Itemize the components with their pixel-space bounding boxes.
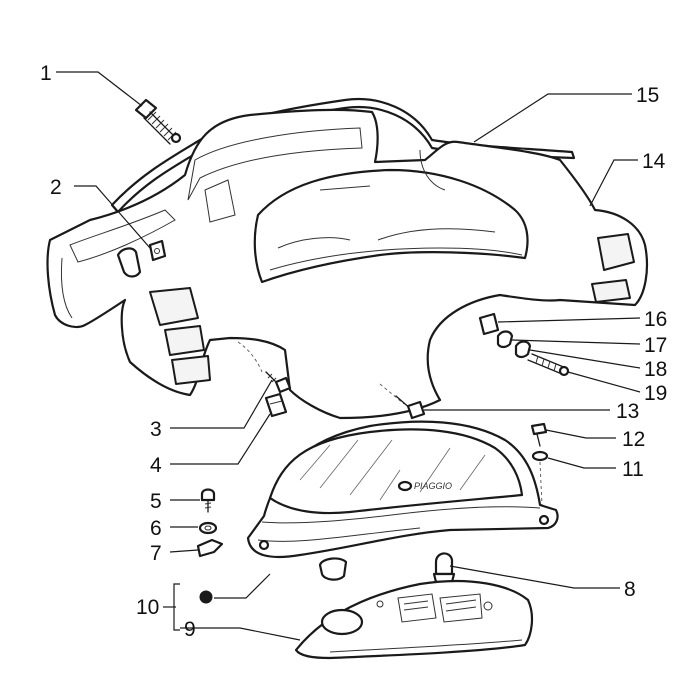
fasteners-parts-5-7: [196, 488, 224, 558]
callout-13: 13: [616, 400, 639, 423]
brand-logo-text: PIAGGIO: [414, 481, 452, 491]
callout-12: 12: [622, 428, 645, 451]
callout-3: 3: [150, 418, 162, 441]
screw-washer-parts-11-12: [530, 422, 549, 507]
callout-5: 5: [150, 490, 162, 513]
screw-part-3: [265, 371, 292, 394]
callout-4: 4: [150, 454, 162, 477]
callout-18: 18: [644, 358, 667, 381]
grommet-part-10: [199, 590, 213, 604]
callout-9: 9: [184, 618, 196, 641]
callout-2: 2: [50, 176, 62, 199]
callout-19: 19: [644, 382, 667, 405]
callout-11: 11: [622, 458, 644, 481]
screw-stack-parts-16-19: [478, 312, 570, 377]
lower-cover-plate-part-9: [294, 579, 534, 660]
clip-nut-part-4: [264, 392, 288, 418]
callout-15: 15: [636, 84, 659, 107]
instrument-housing: PIAGGIO: [246, 420, 559, 581]
screw-part-1: [134, 98, 182, 145]
screw-part-13: [379, 383, 426, 420]
callout-8: 8: [624, 578, 636, 601]
callout-1: 1: [40, 62, 52, 85]
callout-7: 7: [150, 542, 162, 565]
callout-17: 17: [644, 334, 667, 357]
callout-labels: 1 2 3 4 5 6 7 8 9 10 11 12 13 14 15 16 1…: [40, 62, 667, 641]
callout-16: 16: [644, 308, 667, 331]
leader-lines: [56, 71, 641, 641]
callout-6: 6: [150, 517, 162, 540]
clip-nut-part-2: [148, 239, 167, 262]
callout-14: 14: [642, 150, 666, 173]
handlebar-rear-cover-part-14: [46, 108, 649, 420]
bulb-part-8: [432, 552, 456, 584]
callout-10: 10: [136, 596, 159, 619]
